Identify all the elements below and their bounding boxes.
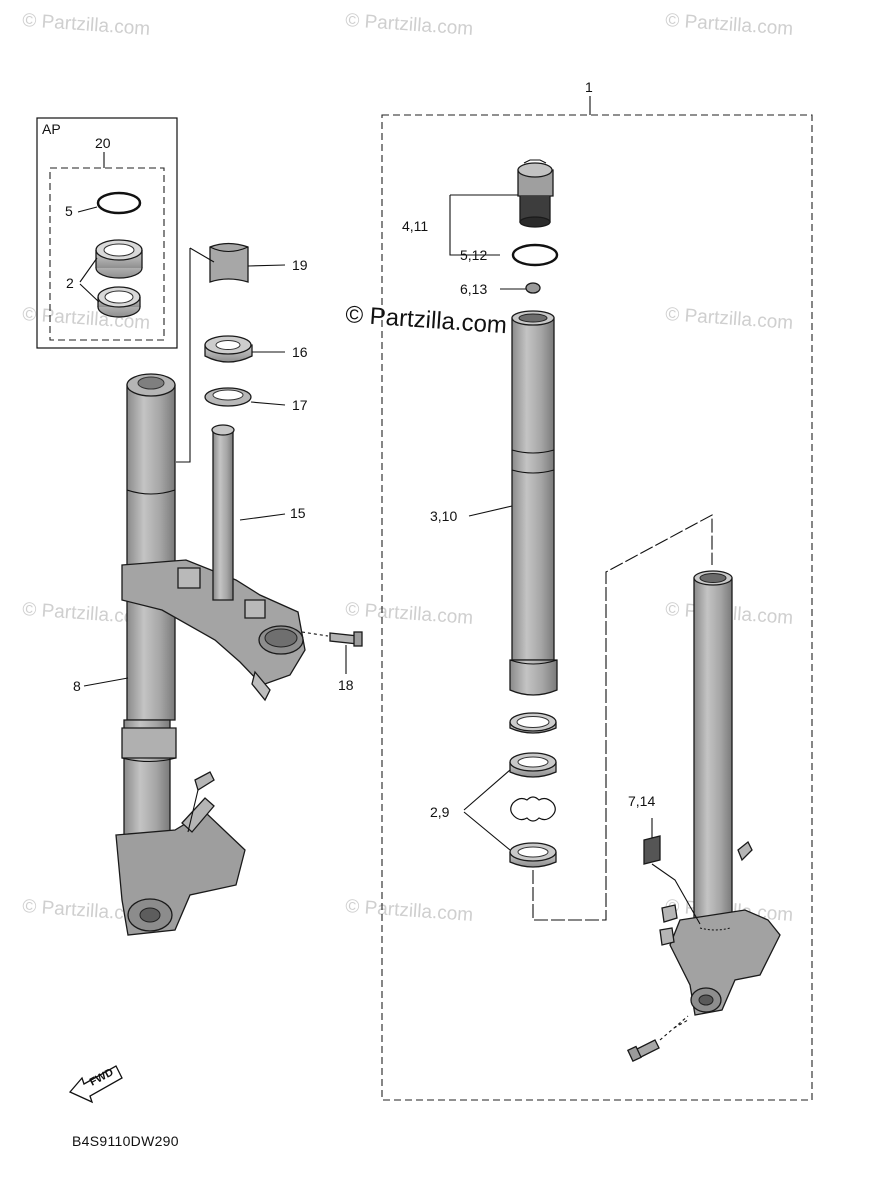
callout-6-13: 6,13 — [460, 281, 487, 297]
bushing-part — [97, 286, 141, 318]
watermark: © Partzilla.com — [345, 896, 474, 926]
ap-assembly-box: AP 20 5 2 — [36, 117, 178, 349]
washer-small-part — [525, 282, 541, 294]
watermark: © Partzilla.com — [22, 10, 151, 40]
callout-8: 8 — [73, 678, 81, 694]
outer-tube-part: 3,10 — [430, 310, 558, 696]
diagram-code: B4S9110DW290 — [72, 1133, 179, 1149]
callout-2: 2 — [66, 275, 74, 291]
ap-label: AP — [42, 121, 61, 137]
callout-16: 16 — [292, 344, 308, 360]
steering-stem-part: 15 — [211, 424, 306, 601]
watermark: © Partzilla.com — [665, 304, 794, 334]
cap-bolt-part: 4,11 — [402, 159, 554, 256]
callout-20: 20 — [95, 135, 111, 151]
under-bracket-part — [121, 559, 306, 702]
o-ring-part — [511, 243, 559, 267]
bushing-part — [509, 752, 557, 778]
callout-5-12: 5,12 — [460, 247, 487, 263]
callout-5: 5 — [65, 203, 73, 219]
cover-part: 19 — [209, 242, 308, 283]
watermark-center: © Partzilla.com — [345, 301, 508, 339]
callout-15: 15 — [290, 505, 306, 521]
callout-4-11: 4,11 — [402, 218, 428, 234]
callout-1: 1 — [585, 79, 593, 95]
fwd-arrow-icon: FWD — [68, 1065, 123, 1104]
watermark: © Partzilla.com — [345, 10, 474, 40]
left-fork-assembly: 8 — [73, 373, 246, 936]
watermark: © Partzilla.com — [665, 10, 794, 40]
bushing-part — [509, 842, 557, 868]
inner-tube-part — [659, 570, 781, 1016]
callout-2-9: 2,9 — [430, 804, 450, 820]
bolt-part — [626, 1015, 689, 1062]
washer-part: 17 — [204, 387, 308, 413]
callout-17: 17 — [292, 397, 308, 413]
bolt-part: 18 — [301, 631, 363, 693]
callout-7-14: 7,14 — [628, 793, 655, 809]
callout-18: 18 — [338, 677, 354, 693]
callout-19: 19 — [292, 257, 308, 273]
oil-seal-part — [509, 712, 557, 734]
fork-group-box: 1 — [381, 79, 813, 1101]
watermark: © Partzilla.com — [345, 599, 474, 629]
label-sticker-part: 7,14 — [628, 793, 701, 925]
clip-part — [510, 796, 556, 822]
nut-part: 16 — [204, 335, 308, 363]
bushing-part — [95, 239, 143, 279]
o-ring-part — [96, 191, 142, 215]
callout-3-10: 3,10 — [430, 508, 457, 524]
